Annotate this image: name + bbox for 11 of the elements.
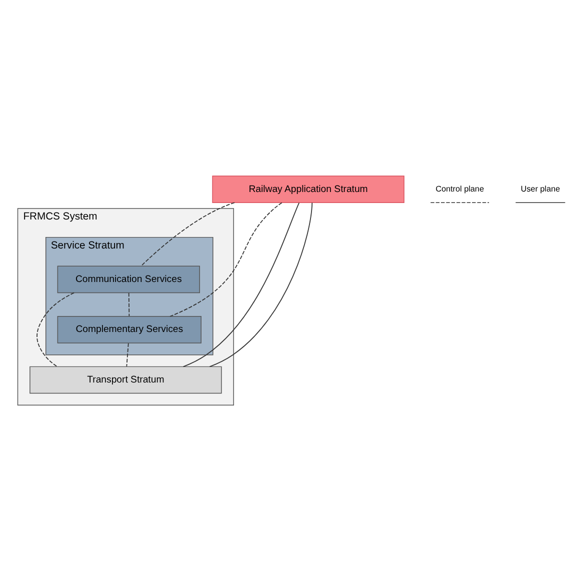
legend-label: User plane — [520, 184, 560, 194]
connector — [126, 342, 129, 367]
connector — [209, 202, 313, 368]
node-box: Communication Services — [57, 266, 200, 294]
legend-label: Control plane — [436, 184, 484, 194]
node-box: Railway Application Stratum — [212, 176, 404, 203]
connector — [170, 202, 282, 317]
connector — [128, 292, 130, 317]
node-box: Transport Stratum — [30, 366, 222, 394]
connector — [140, 202, 236, 266]
node-box: Complementary Services — [57, 316, 202, 344]
